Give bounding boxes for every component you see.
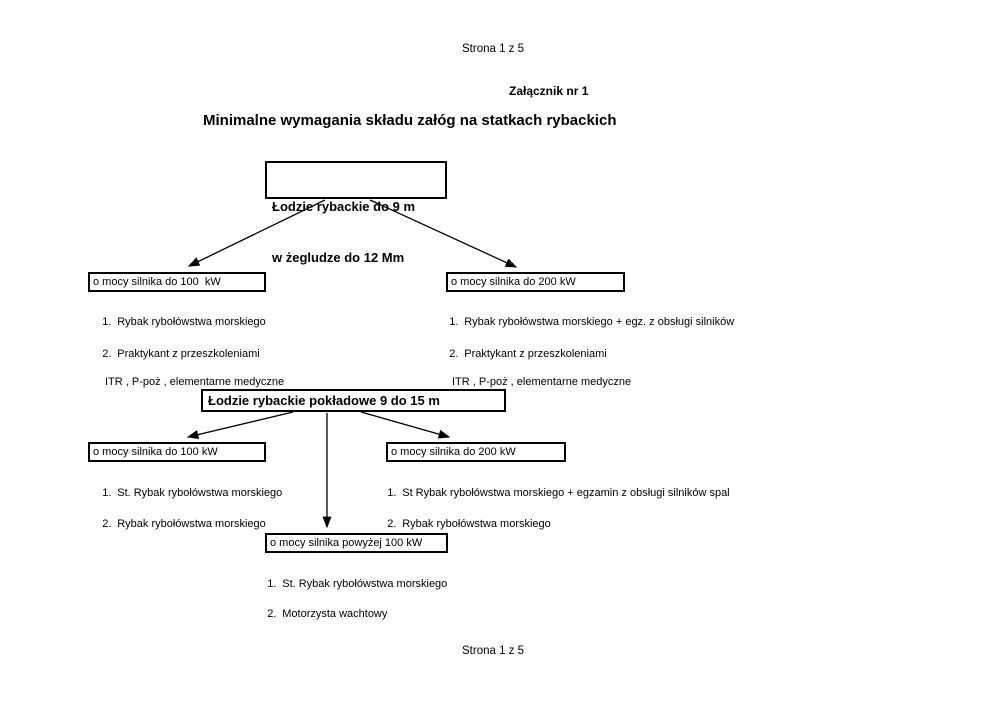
- crew-list-item: 2. Motorzysta wachtowy: [255, 593, 387, 635]
- list-item-text: St Rybak rybołówstwa morskiego + egzamin…: [402, 487, 730, 499]
- list-item-number: 1.: [102, 487, 112, 499]
- arrow-decked-to-200kw: [360, 411, 451, 439]
- node-label-line2: w żegludze do 12 Mm: [272, 250, 405, 265]
- node-engine-up-to-100kw-decked: o mocy silnika do 100 kW: [88, 442, 266, 462]
- crew-list-item: 2. Praktykant z przeszkoleniami ITR , P-p…: [437, 333, 631, 417]
- node-engine-up-to-200kw-decked: o mocy silnika do 200 kW: [386, 442, 566, 462]
- annex-label: Załącznik nr 1: [509, 84, 589, 98]
- arrow-decked-to-100kw: [186, 411, 294, 440]
- crew-list-item: 2. Praktykant z przeszkoleniami ITR , P-p…: [90, 333, 284, 417]
- arrow-small-to-200kw: [369, 199, 518, 268]
- crew-list-item: 1. St. Rybak rybołówstwa morskiego: [90, 472, 282, 514]
- crew-list-item: 1. Rybak rybołówstwa morskiego + egz. z o…: [437, 301, 734, 343]
- node-boats-decked-9-15m: Łodzie rybackie pokładowe 9 do 15 m: [201, 389, 506, 412]
- list-item-subtext: ITR , P-poż , elementarne medyczne: [105, 376, 285, 388]
- node-engine-up-to-100kw: o mocy silnika do 100 kW: [88, 272, 266, 292]
- list-item-text: Rybak rybołówstwa morskiego: [117, 316, 266, 328]
- list-item-number: 1.: [449, 316, 459, 328]
- crew-list-item: 1. Rybak rybołówstwa morskiego: [90, 301, 266, 343]
- list-item-number: 1.: [267, 578, 277, 590]
- node-engine-up-to-200kw: o mocy silnika do 200 kW: [446, 272, 625, 292]
- arrow-small-to-100kw: [187, 199, 326, 267]
- list-item-text: Praktykant z przeszkoleniami: [117, 348, 260, 360]
- page-number-header: Strona 1 z 5: [462, 43, 525, 55]
- page-number-footer: Strona 1 z 5: [462, 645, 525, 657]
- list-item-number: 1.: [102, 316, 112, 328]
- list-item-number: 1.: [387, 487, 397, 499]
- node-label-line1: Łodzie rybackie do 9 m: [272, 199, 416, 214]
- list-item-text: St. Rybak rybołówstwa morskiego: [282, 578, 448, 590]
- crew-list-item: 2. Rybak rybołówstwa morskiego: [375, 503, 551, 545]
- list-item-subtext: ITR , P-poż , elementarne medyczne: [452, 376, 632, 388]
- list-item-text: Motorzysta wachtowy: [282, 608, 388, 620]
- list-item-text: St. Rybak rybołówstwa morskiego: [117, 487, 283, 499]
- document-title: Minimalne wymagania składu załóg na stat…: [203, 112, 617, 129]
- list-item-text: Praktykant z przeszkoleniami: [464, 348, 607, 360]
- crew-list-item: 1. St Rybak rybołówstwa morskiego + egzam…: [375, 472, 730, 514]
- list-item-number: 2.: [102, 518, 112, 530]
- list-item-number: 2.: [102, 348, 112, 360]
- crew-list-item: 2. Rybak rybołówstwa morskiego: [90, 503, 266, 545]
- node-engine-over-100kw: o mocy silnika powyżej 100 kW: [265, 533, 448, 553]
- list-item-number: 2.: [387, 518, 397, 530]
- list-item-number: 2.: [449, 348, 459, 360]
- list-item-text: Rybak rybołówstwa morskiego: [402, 518, 551, 530]
- node-boats-up-to-9m: Łodzie rybackie do 9 m w żegludze do 12 …: [265, 161, 447, 265]
- list-item-text: Rybak rybołówstwa morskiego: [117, 518, 266, 530]
- list-item-text: Rybak rybołówstwa morskiego + egz. z obs…: [464, 316, 735, 328]
- list-item-number: 2.: [267, 608, 277, 620]
- crew-list-item: 1. St. Rybak rybołówstwa morskiego: [255, 563, 447, 605]
